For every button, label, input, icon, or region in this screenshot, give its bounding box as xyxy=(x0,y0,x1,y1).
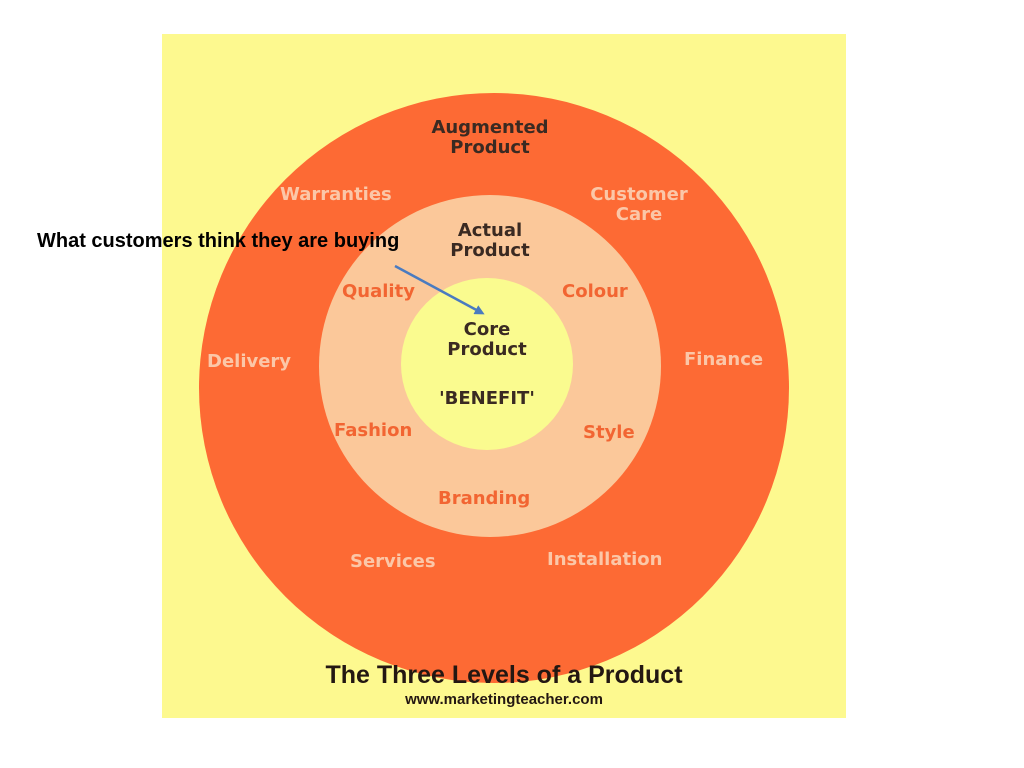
core-product-title: Core Product xyxy=(427,320,547,360)
diagram-panel: Augmented Product Warranties Customer Ca… xyxy=(162,34,846,718)
item-fashion: Fashion xyxy=(334,420,413,441)
customer-care-line2: Care xyxy=(615,203,663,225)
actual-product-title: Actual Product xyxy=(430,221,550,261)
item-customer-care: Customer Care xyxy=(574,185,704,225)
item-services: Services xyxy=(350,551,436,572)
source-url: www.marketingteacher.com xyxy=(405,691,603,708)
actual-title-line2: Product xyxy=(450,239,530,261)
core-benefit-label: 'BENEFIT' xyxy=(439,388,535,409)
core-product-circle xyxy=(401,278,573,450)
diagram-caption: The Three Levels of a Product xyxy=(325,661,683,689)
augmented-title-line1: Augmented xyxy=(431,117,549,138)
item-warranties: Warranties xyxy=(280,184,392,205)
core-title-line1: Core xyxy=(463,319,511,340)
item-installation: Installation xyxy=(547,549,663,570)
actual-title-line1: Actual xyxy=(457,220,523,241)
item-colour: Colour xyxy=(562,281,628,302)
augmented-title-line2: Product xyxy=(450,136,530,158)
item-style: Style xyxy=(583,422,635,443)
item-branding: Branding xyxy=(438,488,531,509)
item-quality: Quality xyxy=(342,281,415,302)
augmented-product-title: Augmented Product xyxy=(420,118,560,158)
callout-text: What customers think they are buying xyxy=(37,230,400,252)
core-title-line2: Product xyxy=(447,338,527,360)
customer-care-line1: Customer xyxy=(590,184,688,205)
item-finance: Finance xyxy=(684,349,764,370)
item-delivery: Delivery xyxy=(207,351,292,372)
